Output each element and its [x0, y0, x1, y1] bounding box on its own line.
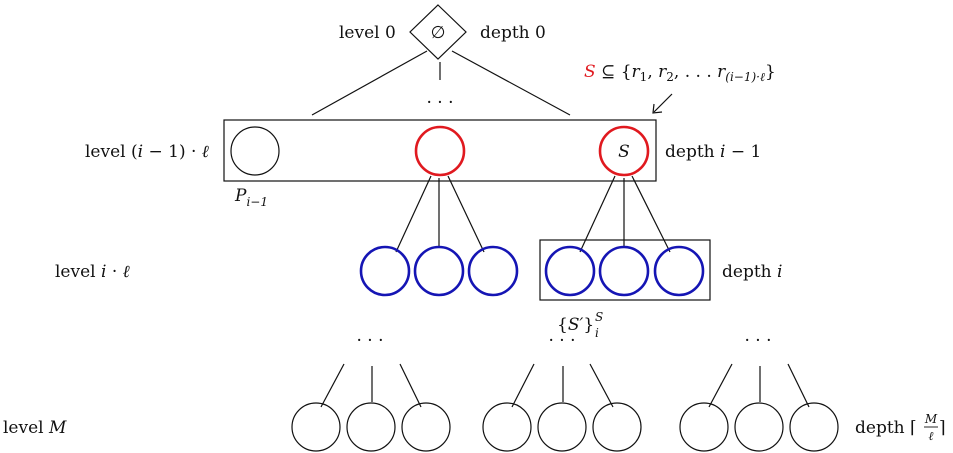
edge-S-child-1 — [579, 175, 616, 253]
depth-0-label: depth 0 — [480, 23, 546, 43]
subset-arrow-head — [652, 103, 663, 114]
blue-child-node — [653, 245, 705, 297]
subset-sub1: 1 — [640, 70, 648, 84]
ellipsis-left: · · · — [356, 331, 383, 351]
S-prime-box — [539, 239, 711, 301]
subset-sub3: (i−1)·ℓ — [725, 70, 765, 84]
level-M-label: level M — [3, 418, 67, 438]
subset-S: S — [584, 62, 596, 82]
depth-M-denominator: ℓ — [929, 429, 934, 443]
edge-mid-child-1 — [395, 175, 432, 253]
leaf-node — [734, 402, 784, 452]
edge-leaf-g3-3 — [787, 363, 810, 408]
leaf-node — [679, 402, 729, 452]
root-node — [409, 4, 467, 60]
node-P — [230, 126, 280, 176]
leaf-node — [789, 402, 839, 452]
edge-mid-child-3 — [447, 175, 485, 253]
blue-child-node — [413, 245, 465, 297]
node-red-S — [598, 125, 650, 177]
leaf-node — [537, 402, 587, 452]
edge-leaf-g1-3 — [399, 363, 422, 408]
node-red-mid — [414, 125, 466, 177]
depth-M-prefix: depth ⌈ — [855, 418, 917, 438]
depth-i-minus-1-label: depth i − 1 — [665, 142, 761, 162]
level-i-label: level i · ℓ — [55, 262, 130, 282]
depth-i-label: depth i — [722, 262, 782, 282]
edge-leaf-g1-1 — [320, 363, 345, 408]
level-0-label: level 0 — [339, 23, 396, 43]
depth-M-close: ⌉ — [939, 418, 946, 438]
leaf-node — [401, 402, 451, 452]
subset-sub2: 2 — [666, 70, 674, 84]
subset-comma1: , — [647, 62, 658, 82]
blue-child-node — [598, 245, 650, 297]
ellipsis-middle: · · · — [548, 331, 575, 351]
blue-child-node — [544, 245, 596, 297]
edge-leaf-g3-1 — [708, 363, 733, 408]
edge-root-left — [311, 50, 428, 116]
depth-M-numerator: M — [924, 412, 938, 426]
level-i-minus-1-label: level (i − 1) · ℓ — [85, 142, 209, 162]
blue-child-node — [467, 245, 519, 297]
edge-root-right — [451, 50, 571, 116]
ellipsis-top: · · · — [426, 93, 453, 113]
subset-relation: ⊆ { — [596, 62, 632, 82]
leaf-node — [291, 402, 341, 452]
S-prime-sub: i — [595, 326, 599, 340]
S-prime-label: {S′} — [557, 315, 594, 335]
P-label: Pi−1 — [234, 186, 268, 209]
depth-M-label: depth ⌈ M ℓ ⌉ — [855, 412, 946, 443]
leaf-node — [592, 402, 642, 452]
leaf-node — [346, 402, 396, 452]
subset-comma2: , . . . — [674, 62, 717, 82]
root-symbol: ∅ — [431, 23, 446, 43]
subset-close: } — [765, 62, 776, 82]
ellipsis-right: · · · — [744, 331, 771, 351]
subset-r3: r — [717, 62, 726, 82]
node-S-label: S — [618, 142, 630, 162]
subset-r1: r — [632, 62, 641, 82]
edge-leaf-g2-3 — [589, 363, 614, 408]
S-prime-sup: S — [595, 310, 603, 324]
subset-r2: r — [658, 62, 667, 82]
edge-S-child-3 — [631, 175, 671, 253]
edge-leaf-g2-1 — [511, 363, 535, 408]
subset-annotation: S ⊆ {r1, r2, . . . r(i−1)·ℓ} — [584, 62, 776, 84]
blue-child-node — [359, 245, 411, 297]
leaf-node — [482, 402, 532, 452]
depth-i-minus-1-box — [223, 119, 657, 182]
subset-arrow — [653, 93, 673, 113]
